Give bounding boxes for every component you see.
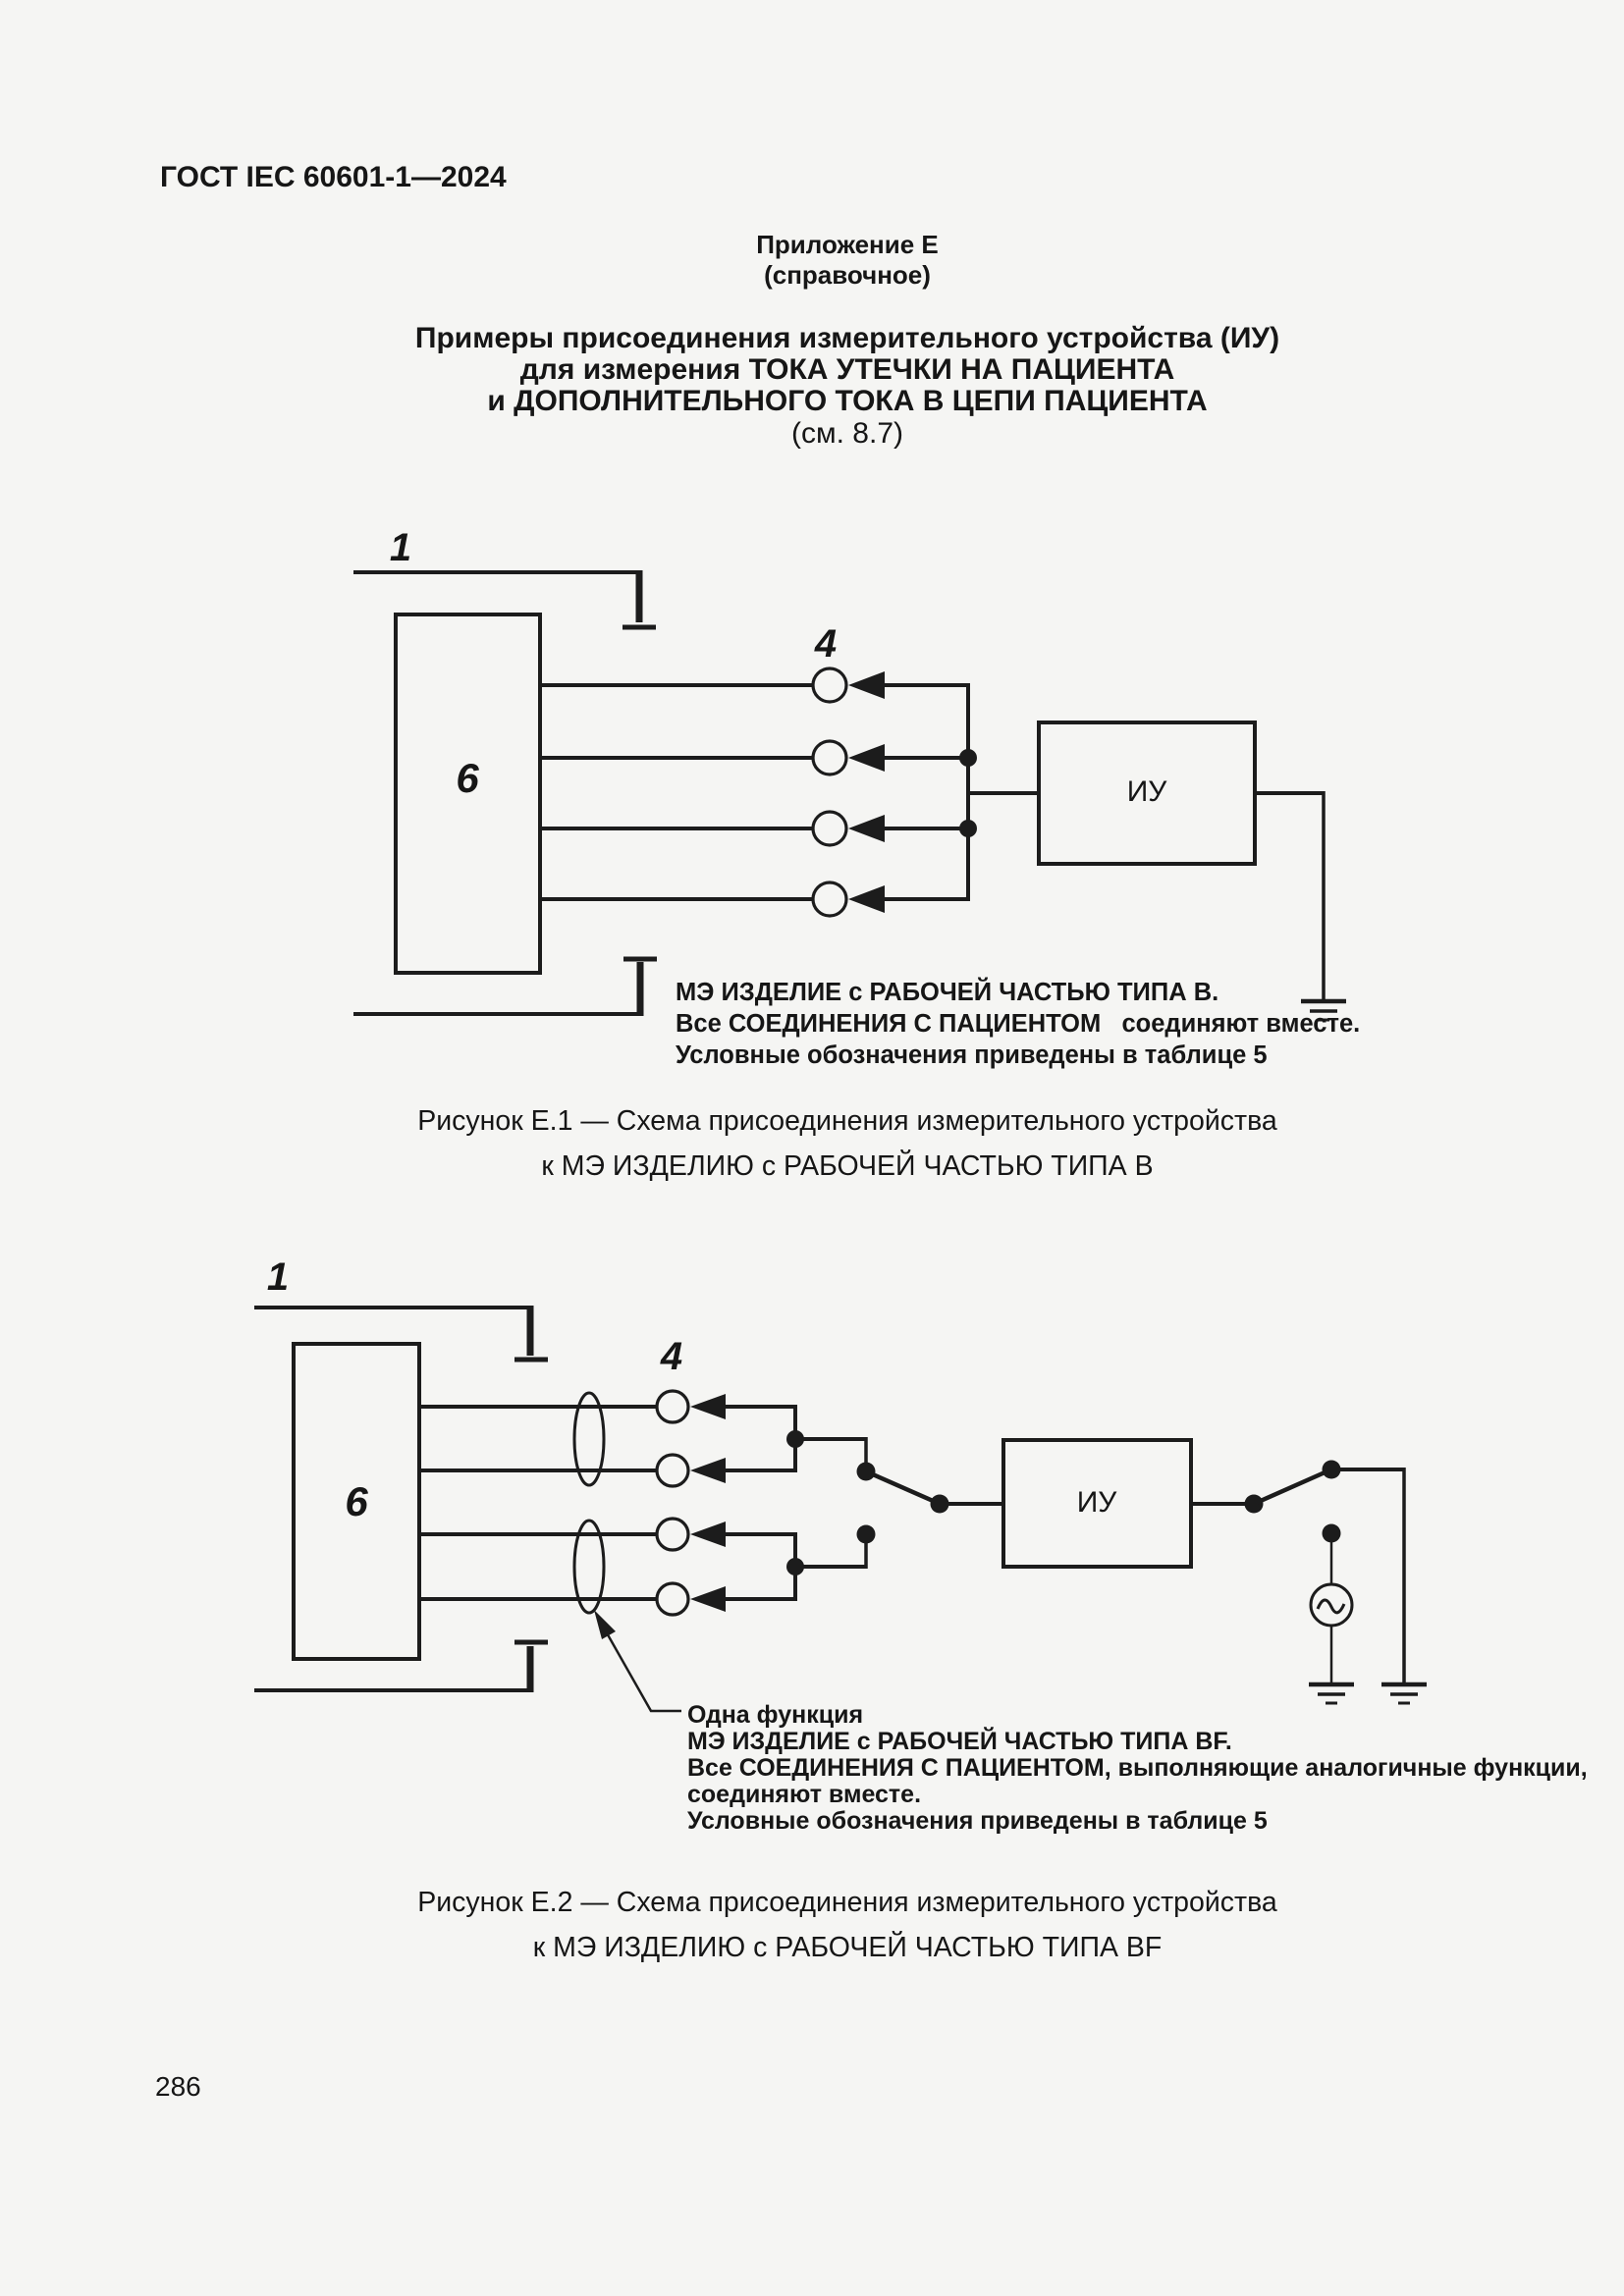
- doc-title-line-2: для измерения ТОКА УТЕЧКИ НА ПАЦИЕНТА: [519, 353, 1175, 386]
- fig1-label-patient-connection: 4: [814, 622, 838, 666]
- fig2-enclosure-symbol-bottom: [254, 1639, 548, 1692]
- fig1-equipment-box: [394, 613, 542, 975]
- fig2-earth-ground-icon-left: [1309, 1682, 1354, 1705]
- fig2-note-line: Все СОЕДИНЕНИЯ С ПАЦИЕНТОМ, выполняющие …: [687, 1754, 1588, 1782]
- fig1-patient-leads: [540, 683, 813, 901]
- fig2-input-selector-switch: [795, 1437, 1003, 1569]
- fig2-output-selector-switch: [1191, 1460, 1404, 1543]
- fig1-earth-ground-icon: [1301, 998, 1346, 1022]
- fig2-patient-leads: [419, 1405, 657, 1601]
- fig1-caption-line-1: Рисунок Е.1 — Схема присоединения измери…: [417, 1105, 1277, 1137]
- fig1-note-line: Условные обозначения приведены в таблице…: [676, 1041, 1268, 1069]
- fig1-label-equipment: 6: [456, 755, 479, 801]
- fig2-equipment-box: [292, 1342, 421, 1661]
- fig1-patient-connection-circles: [811, 667, 848, 918]
- fig2-patient-connection-circles: [655, 1389, 690, 1617]
- fig2-caption-line-2: к МЭ ИЗДЕЛИЮ с РАБОЧЕЙ ЧАСТЬЮ ТИПА BF: [532, 1932, 1163, 1963]
- fig1-junction-dots: [959, 749, 977, 837]
- fig2-note-line: МЭ ИЗДЕЛИЕ с РАБОЧЕЙ ЧАСТЬЮ ТИПА BF.: [687, 1728, 1232, 1755]
- fig1-note-line: Все СОЕДИНЕНИЯ С ПАЦИЕНТОМ соединяют вме…: [676, 1010, 1361, 1038]
- fig2-one-function-leader: [594, 1610, 681, 1713]
- fig2-caption-line-1: Рисунок Е.2 — Схема присоединения измери…: [417, 1887, 1277, 1918]
- fig2-note-block: Одна функция МЭ ИЗДЕЛИЕ с РАБОЧЕЙ ЧАСТЬЮ…: [687, 1702, 1588, 1835]
- fig2-label-enclosure: 1: [266, 1255, 290, 1299]
- fig2-label-equipment: 6: [345, 1478, 368, 1524]
- fig2-label-measuring-device: ИУ: [1076, 1486, 1117, 1519]
- fig1-caption-line-2: к МЭ ИЗДЕЛИЮ с РАБОЧЕЙ ЧАСТЬЮ ТИПА В: [541, 1150, 1154, 1182]
- fig2-enclosure-symbol-top: [254, 1306, 548, 1362]
- fig2-note-line: Одна функция: [687, 1701, 864, 1729]
- page-number: 286: [155, 2071, 201, 2102]
- appendix-title: Приложение Е: [756, 230, 939, 259]
- fig2-function-ellipses: [572, 1391, 606, 1615]
- doc-title-line-3: и ДОПОЛНИТЕЛЬНОГО ТОКА В ЦЕПИ ПАЦИЕНТА: [487, 385, 1208, 417]
- fig1-label-measuring-device: ИУ: [1126, 775, 1167, 808]
- fig2-label-patient-connection: 4: [660, 1335, 683, 1378]
- appendix-kind: (справочное): [764, 260, 931, 290]
- fig2-earth-ground-icon-right: [1381, 1682, 1427, 1705]
- fig1-note-block: МЭ ИЗДЕЛИЕ с РАБОЧЕЙ ЧАСТЬЮ ТИПА В. Все …: [676, 977, 1360, 1071]
- fig1-current-arrow-icons: [848, 671, 885, 913]
- doc-title-line-1: Примеры присоединения измерительного уст…: [414, 322, 1280, 354]
- standard-designation: ГОСТ IEC 60601-1—2024: [160, 161, 507, 193]
- fig1-label-enclosure: 1: [389, 526, 412, 569]
- fig1-note-line: МЭ ИЗДЕЛИЕ с РАБОЧЕЙ ЧАСТЬЮ ТИПА В.: [676, 979, 1219, 1006]
- fig2-arrow-feed-wires: [724, 1405, 797, 1601]
- fig2-note-line: Условные обозначения приведены в таблице…: [687, 1807, 1268, 1835]
- fig1-enclosure-symbol-bottom: [353, 956, 657, 1016]
- fig2-note-line: соединяют вместе.: [687, 1781, 922, 1808]
- fig2-ac-source-branch: [1309, 1533, 1354, 1683]
- fig1-arrow-feed-wires: [883, 683, 970, 901]
- fig2-current-arrow-icons: [690, 1394, 726, 1612]
- fig1-enclosure-symbol-top: [353, 570, 656, 630]
- doc-title-ref: (см. 8.7): [791, 417, 903, 450]
